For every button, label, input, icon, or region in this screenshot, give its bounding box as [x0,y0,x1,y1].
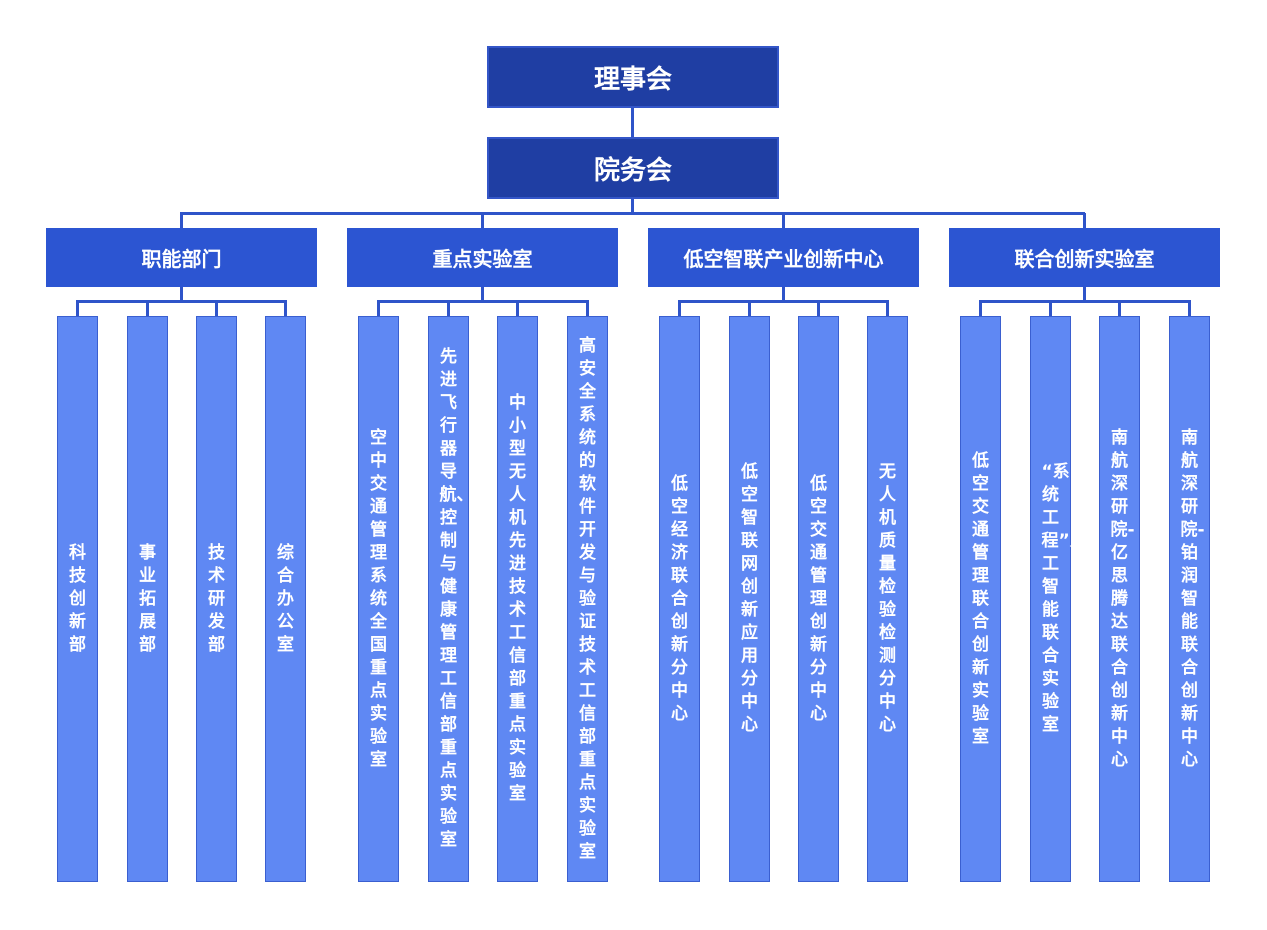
connector [979,301,982,316]
unit-label: 南航深研院-铂润智能联合创新中心 [1180,427,1205,770]
unit-box: 低空经济联合创新分中心 [659,316,700,882]
unit-label: 科技创新部 [69,542,86,655]
connector [146,301,149,316]
connector [481,287,484,302]
unit-label: 高安全系统的软件开发与验证技术工信部重点实验室 [579,335,596,862]
connector [782,213,785,228]
board-box: 理事会 [487,46,779,108]
connector [447,301,450,316]
council-box: 院务会 [487,137,779,199]
unit-box: 先进飞行器导航、控制与健康管理工信部重点实验室 [428,316,474,882]
unit-box: 南航深研院-铂润智能联合创新中心 [1169,316,1210,882]
unit-box: 无人机质量检验检测分中心 [867,316,908,882]
connector [76,301,79,316]
group-box: 重点实验室 [347,228,618,287]
unit-box: 南航深研院-亿思腾达联合创新中心 [1099,316,1140,882]
connector [180,212,1085,215]
unit-label: 空中交通管理系统全国重点实验室 [370,427,387,770]
connector [215,301,218,316]
connector [377,301,380,316]
unit-label: 技术研发部 [208,542,225,655]
group-box: 职能部门 [46,228,317,287]
connector [1188,301,1191,316]
group-title: 职能部门 [141,247,222,271]
connector [180,287,183,302]
unit-label: 综合办公室 [277,542,294,655]
connector [817,301,820,316]
unit-box: “系统工程”人工智能联合实验室 [1030,316,1087,882]
connector [377,300,589,303]
group-box: 低空智联产业创新中心 [648,228,919,287]
council-label: 院务会 [593,155,672,186]
unit-box: 高安全系统的软件开发与验证技术工信部重点实验室 [567,316,608,882]
connector [1118,301,1121,316]
group-box: 联合创新实验室 [949,228,1220,287]
connector [1083,287,1086,302]
connector [979,300,1191,303]
group-title: 重点实验室 [432,247,533,271]
unit-label: 先进飞行器导航、控制与健康管理工信部重点实验室 [439,347,474,850]
connector [631,198,634,214]
connector [76,300,287,303]
connector [481,213,484,228]
unit-label: 无人机质量检验检测分中心 [879,462,896,735]
unit-box: 低空交通管理联合创新实验室 [960,316,1001,882]
connector [678,300,889,303]
connector [782,287,785,302]
connector [748,301,751,316]
unit-box: 低空交通管理创新分中心 [798,316,839,882]
connector [1083,213,1086,228]
group-title: 低空智联产业创新中心 [683,247,884,271]
unit-label: 低空交通管理联合创新实验室 [972,450,989,747]
unit-label: “系统工程”人工智能联合实验室 [1041,462,1087,735]
connector [284,301,287,316]
connector [678,301,681,316]
unit-box: 事业拓展部 [127,316,168,882]
unit-box: 科技创新部 [57,316,98,882]
unit-label: 低空智联网创新应用分中心 [741,462,758,735]
connector [886,301,889,316]
connector [516,301,519,316]
unit-box: 综合办公室 [265,316,306,882]
unit-box: 中小型无人机先进技术工信部重点实验室 [497,316,538,882]
unit-box: 技术研发部 [196,316,237,882]
unit-label: 低空经济联合创新分中心 [671,473,688,724]
connector [586,301,589,316]
unit-label: 中小型无人机先进技术工信部重点实验室 [509,393,526,804]
board-label: 理事会 [593,64,672,95]
connector [1049,301,1052,316]
unit-label: 事业拓展部 [139,542,156,655]
connector [631,107,634,137]
group-title: 联合创新实验室 [1014,247,1155,271]
unit-box: 空中交通管理系统全国重点实验室 [358,316,399,882]
unit-label: 低空交通管理创新分中心 [810,473,827,724]
connector [180,213,183,228]
unit-box: 低空智联网创新应用分中心 [729,316,770,882]
unit-label: 南航深研院-亿思腾达联合创新中心 [1110,427,1135,770]
